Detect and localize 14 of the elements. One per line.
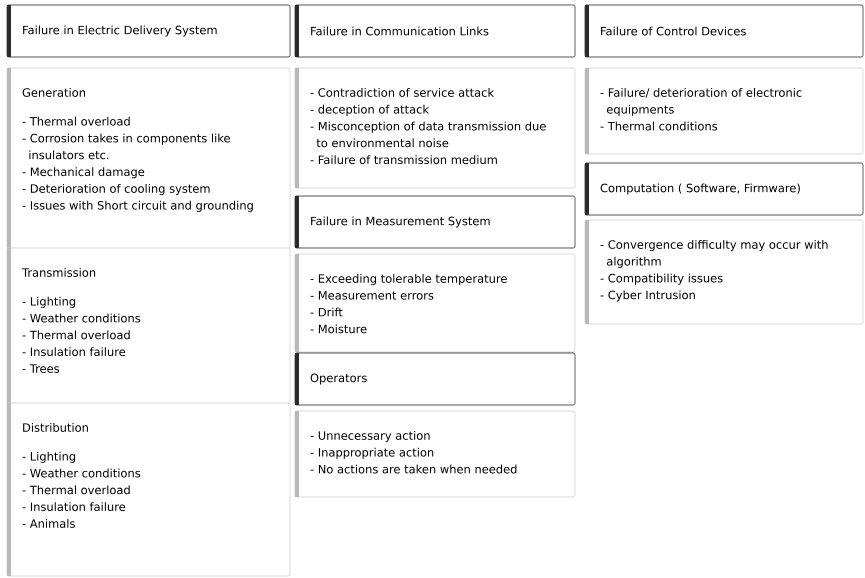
list-box: - Convergence difficulty may occur with algorithm - Compatibility issues - Cyber Intrusion: [584, 220, 864, 324]
category-header-box: Computation ( Software, Firmware): [584, 162, 864, 216]
section-box: Generation - Thermal overload - Corrosion takes in components like insulators etc. - Mechanical damage - Deterioration of cooling system - Issues with Short circuit and grounding: [6, 68, 290, 248]
category-header-box: Operators: [294, 352, 576, 406]
category-header-box: Failure in Communication Links: [294, 4, 576, 58]
category-header-box: Failure in Measurement System: [294, 196, 576, 248]
list-box: - Contradiction of service attack - deception of attack - Misconception of data transmission due to environmental noise - Failure of transmission medium: [294, 68, 576, 188]
list-box: - Failure/ deterioration of electronic equipments - Thermal conditions: [584, 68, 864, 154]
category-header-box: Failure of Control Devices: [584, 4, 864, 58]
list-box: - Exceeding tolerable temperature - Measurement errors - Drift - Moisture: [294, 254, 576, 352]
category-header-box: Failure in Electric Delivery System: [6, 4, 290, 58]
section-box: Distribution - Lighting - Weather conditions - Thermal overload - Insulation failure - Animals: [6, 402, 290, 576]
list-box: - Unnecessary action - Inappropriate action - No actions are taken when needed: [294, 410, 576, 498]
section-box: Transmission - Lighting - Weather conditions - Thermal overload - Insulation failure - Trees: [6, 248, 290, 404]
